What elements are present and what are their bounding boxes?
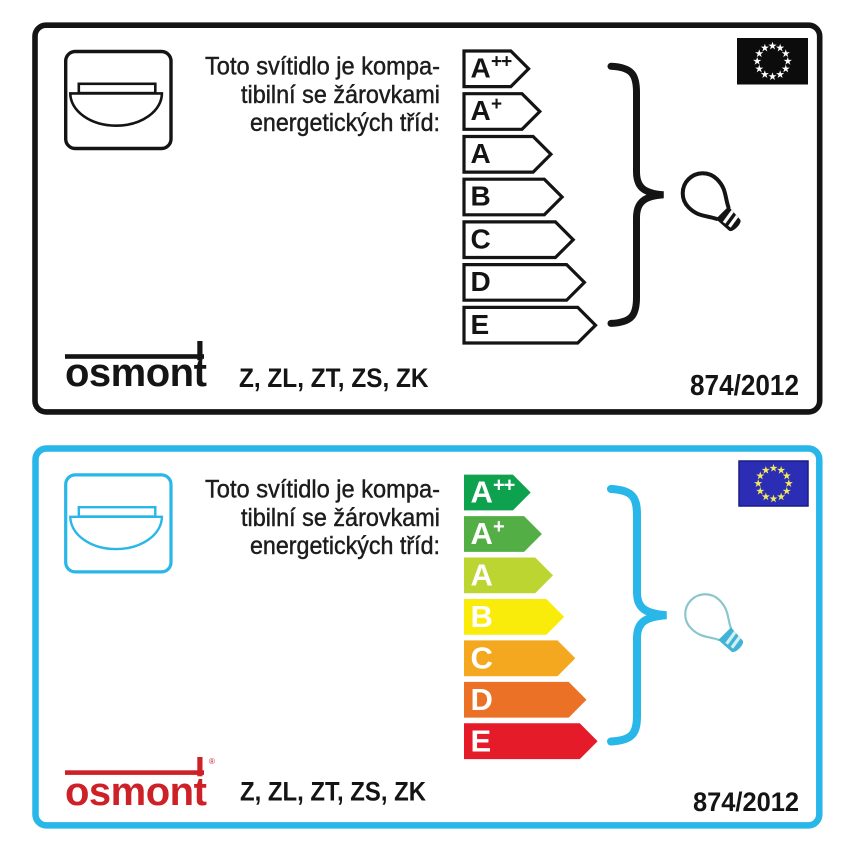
svg-text:A: A	[471, 138, 491, 169]
svg-text:B: B	[471, 599, 493, 634]
svg-text:A: A	[471, 53, 491, 84]
svg-text:874/2012: 874/2012	[690, 370, 799, 402]
svg-text:®: ®	[209, 757, 215, 766]
svg-text:tibilní se žárovkami: tibilní se žárovkami	[241, 504, 440, 532]
svg-text:+: +	[493, 516, 504, 538]
svg-text:C: C	[471, 223, 491, 254]
svg-text:tibilní se žárovkami: tibilní se žárovkami	[241, 81, 440, 109]
svg-text:++: ++	[493, 475, 515, 497]
svg-text:D: D	[471, 266, 491, 297]
svg-text:A: A	[471, 475, 493, 510]
svg-text:Toto svítidlo je kompa-: Toto svítidlo je kompa-	[205, 53, 440, 81]
svg-text:A: A	[471, 558, 493, 593]
svg-text:osmont: osmont	[65, 770, 207, 814]
svg-text:Toto svítidlo je kompa-: Toto svítidlo je kompa-	[205, 476, 440, 504]
svg-text:++: ++	[491, 52, 512, 73]
svg-text:C: C	[471, 640, 493, 675]
svg-text:Z, ZL, ZT, ZS, ZK: Z, ZL, ZT, ZS, ZK	[240, 777, 426, 807]
svg-text:Z, ZL, ZT, ZS, ZK: Z, ZL, ZT, ZS, ZK	[239, 363, 429, 393]
svg-text:+: +	[491, 94, 502, 115]
svg-text:E: E	[471, 309, 490, 340]
svg-text:B: B	[471, 181, 491, 212]
svg-text:A: A	[471, 95, 491, 126]
svg-text:A: A	[471, 516, 493, 551]
svg-text:874/2012: 874/2012	[693, 787, 799, 817]
svg-text:D: D	[471, 682, 493, 717]
svg-text:energetických tříd:: energetických tříd:	[250, 532, 440, 560]
svg-text:energetických tříd:: energetických tříd:	[250, 109, 440, 137]
svg-text:E: E	[471, 723, 492, 758]
